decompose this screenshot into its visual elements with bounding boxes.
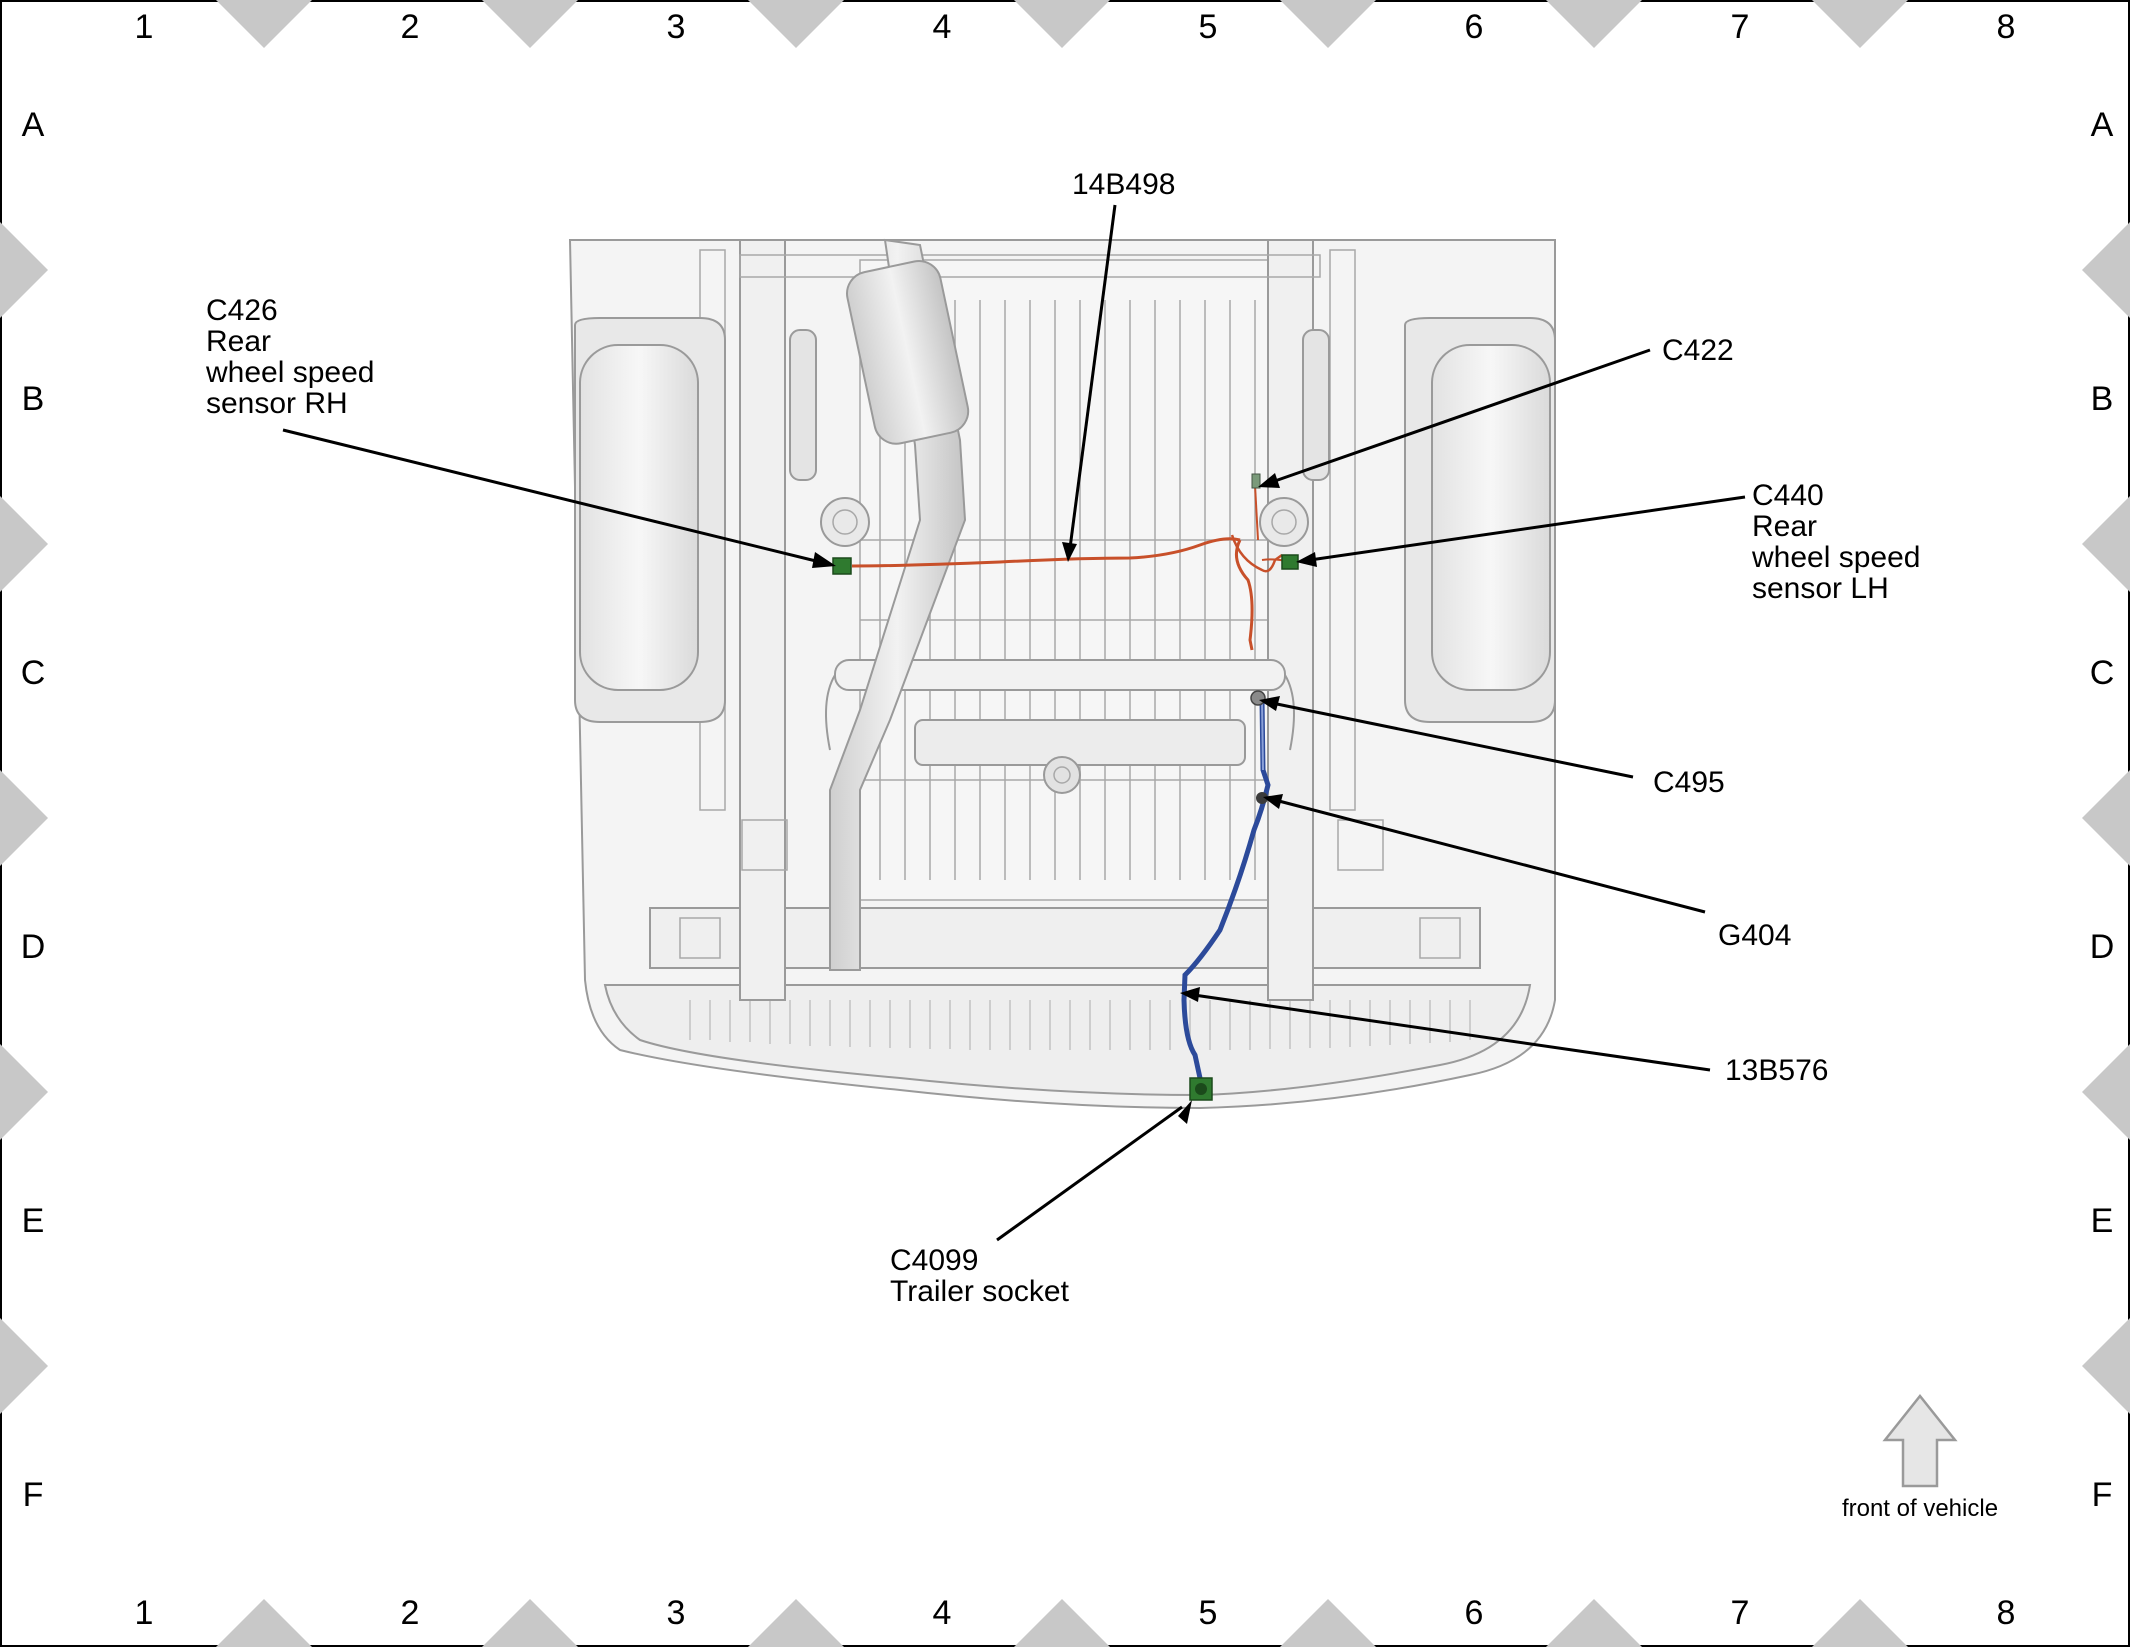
grid-col-1-bottom: 1 xyxy=(135,1594,154,1632)
callout-c440-line4: sensor LH xyxy=(1752,572,1889,605)
rear-tires xyxy=(574,317,1556,723)
connectors xyxy=(832,473,1299,1101)
vehicle-underbody xyxy=(568,238,1556,1110)
callout-c4099-line1: C4099 xyxy=(890,1244,978,1277)
callout-c440: C440 Rear wheel speed sensor LH xyxy=(1751,479,1929,605)
callout-c426-line4: sensor RH xyxy=(206,387,348,420)
callout-13b576: 13B576 xyxy=(1725,1054,1828,1087)
grid-columns-top: 1 2 3 4 5 6 7 8 xyxy=(135,8,2016,46)
grid-col-3-top: 3 xyxy=(667,8,686,46)
callout-c426-line2: Rear xyxy=(206,325,271,358)
brake-drums xyxy=(820,497,1309,547)
grid-row-e-left: E xyxy=(22,1202,45,1240)
connector-c440 xyxy=(1281,554,1299,570)
tire-lh xyxy=(1431,344,1551,691)
grid-columns-bottom: 1 2 3 4 5 6 7 8 xyxy=(135,1594,2016,1632)
exhaust-system xyxy=(829,238,970,971)
ground-g404 xyxy=(1256,792,1268,804)
rear-bumper xyxy=(603,984,1532,1097)
connector-c422 xyxy=(1251,473,1261,489)
grid-row-a-left: A xyxy=(22,106,45,144)
grid-col-6-bottom: 6 xyxy=(1465,1594,1484,1632)
grid-row-b-left: B xyxy=(22,380,45,418)
callout-g404: G404 xyxy=(1718,919,1791,952)
front-of-vehicle-label: front of vehicle xyxy=(1842,1495,1998,1522)
grid-row-f-right: F xyxy=(2092,1476,2113,1514)
grid-col-1-top: 1 xyxy=(135,8,154,46)
grid-row-a-right: A xyxy=(2091,106,2114,144)
grid-col-7-bottom: 7 xyxy=(1731,1594,1750,1632)
grid-row-c-left: C xyxy=(21,654,46,692)
grid-col-6-top: 6 xyxy=(1465,8,1484,46)
front-of-vehicle-indicator: front of vehicle xyxy=(1842,1393,1998,1522)
grid-col-8-bottom: 8 xyxy=(1997,1594,2016,1632)
callout-c495: C495 xyxy=(1653,766,1725,799)
callout-c440-line2: Rear xyxy=(1752,510,1817,543)
callout-c426-line1: C426 xyxy=(206,294,278,327)
connector-c495 xyxy=(1250,690,1266,706)
callout-c4099-line2: Trailer socket xyxy=(890,1275,1070,1308)
up-arrow-icon xyxy=(1882,1393,1958,1488)
grid-rows-right: A B C D E F xyxy=(2090,106,2115,1514)
grid-col-8-top: 8 xyxy=(1997,8,2016,46)
grid-col-5-bottom: 5 xyxy=(1199,1594,1218,1632)
grid-row-c-right: C xyxy=(2090,654,2115,692)
callout-c440-line1: C440 xyxy=(1752,479,1824,512)
grid-row-d-right: D xyxy=(2090,928,2115,966)
rear-crossmember xyxy=(649,907,1481,969)
callout-c422: C422 xyxy=(1662,334,1734,367)
grid-col-2-bottom: 2 xyxy=(401,1594,420,1632)
grid-row-b-right: B xyxy=(2091,380,2114,418)
rear-axle xyxy=(741,659,1384,871)
grid-row-e-right: E xyxy=(2091,1202,2114,1240)
grid-rows-left: A B C D E F xyxy=(21,106,46,1514)
shock-absorbers xyxy=(789,329,1330,481)
harness-13b576-path xyxy=(1181,699,1271,1079)
grid-col-3-bottom: 3 xyxy=(667,1594,686,1632)
grid-col-4-top: 4 xyxy=(933,8,952,46)
grid-col-2-top: 2 xyxy=(401,8,420,46)
leader-lines xyxy=(282,204,1746,1242)
callout-14b498: 14B498 xyxy=(1072,168,1175,201)
grid-col-7-top: 7 xyxy=(1731,8,1750,46)
grid-row-d-left: D xyxy=(21,928,46,966)
grid-col-4-bottom: 4 xyxy=(933,1594,952,1632)
callout-c426-line3: wheel speed xyxy=(205,356,374,389)
callout-c426: C426 Rear wheel speed sensor RH xyxy=(205,294,383,420)
grid-col-5-top: 5 xyxy=(1199,8,1218,46)
callout-c4099: C4099 Trailer socket xyxy=(890,1244,1070,1308)
grid-row-f-left: F xyxy=(23,1476,44,1514)
muffler xyxy=(846,260,970,445)
callout-c440-line3: wheel speed xyxy=(1751,541,1920,574)
